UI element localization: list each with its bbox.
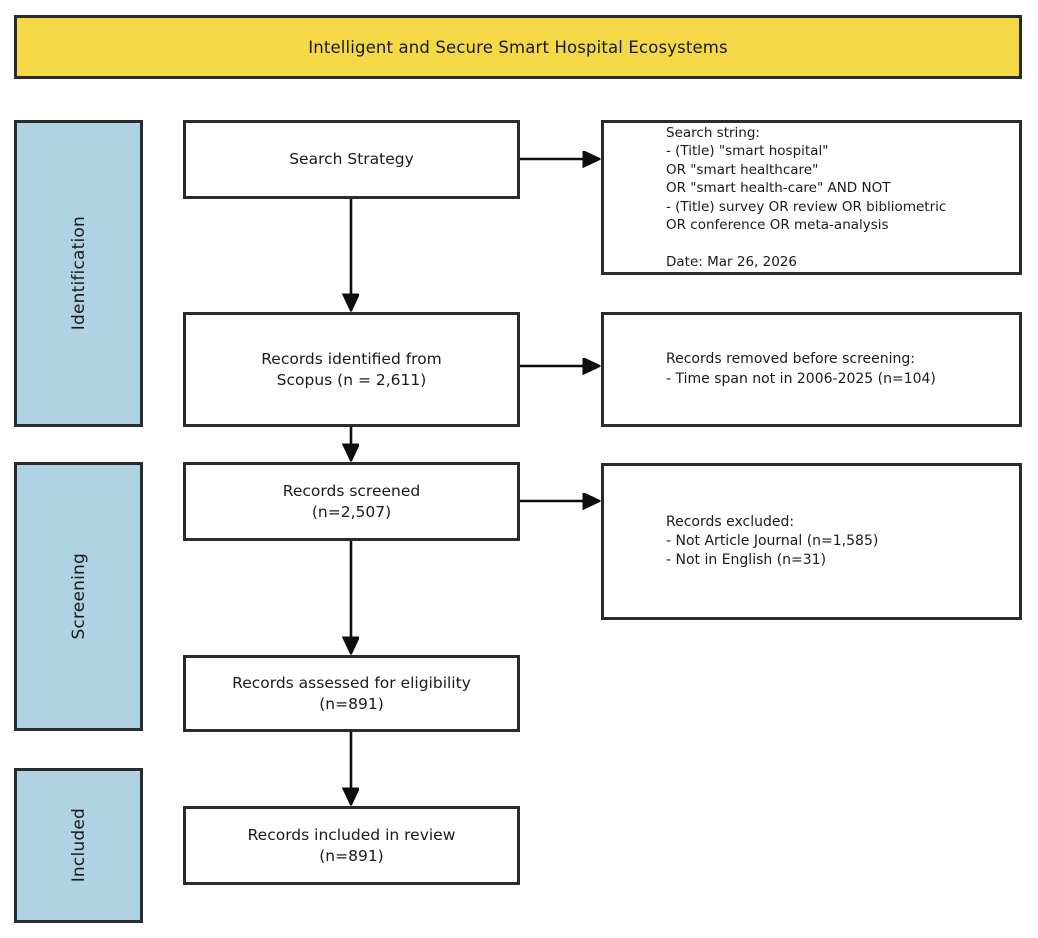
node-records-screened: Records screened (n=2,507) (183, 462, 520, 541)
node-records-excluded-text: Records excluded: - Not Article Journal … (666, 513, 879, 569)
node-records-removed-text: Records removed before screening: - Time… (666, 351, 936, 387)
node-search-string: Search string: - (Title) "smart hospital… (601, 120, 1022, 275)
node-records-excluded: Records excluded: - Not Article Journal … (601, 463, 1022, 620)
node-records-assessed-eligibility: Records assessed for eligibility (n=891) (183, 655, 520, 732)
stage-included: Included (14, 768, 143, 923)
node-records-removed: Records removed before screening: - Time… (601, 312, 1022, 427)
stage-screening: Screening (14, 462, 143, 731)
node-search-strategy: Search Strategy (183, 120, 520, 199)
node-records-assessed-eligibility-text: Records assessed for eligibility (n=891) (232, 674, 471, 713)
node-records-included: Records included in review (n=891) (183, 806, 520, 885)
diagram-title-banner: Intelligent and Secure Smart Hospital Ec… (14, 15, 1022, 79)
node-records-screened-text: Records screened (n=2,507) (282, 482, 421, 521)
node-search-string-text: Search string: - (Title) "smart hospital… (666, 125, 947, 270)
node-records-included-text: Records included in review (n=891) (247, 826, 456, 865)
page-title: Intelligent and Secure Smart Hospital Ec… (308, 37, 728, 57)
node-records-identified: Records identified from Scopus (n = 2,61… (183, 312, 520, 427)
node-records-identified-text: Records identified from Scopus (n = 2,61… (261, 350, 442, 389)
node-search-strategy-text: Search Strategy (289, 150, 414, 169)
stage-identification: Identification (14, 120, 143, 427)
